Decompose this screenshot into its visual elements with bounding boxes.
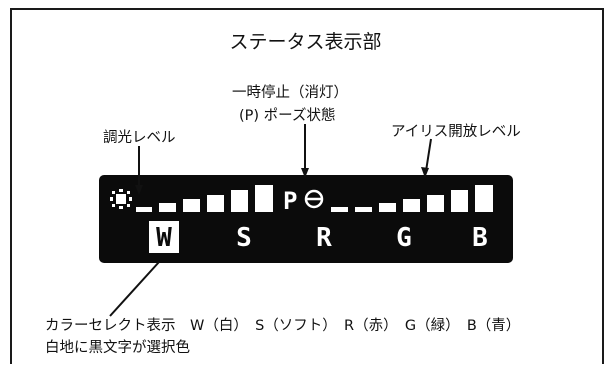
pause-callout-arrowhead <box>301 168 309 178</box>
pause-label-line1: 一時停止（消灯） <box>232 85 348 101</box>
color-mode-g: G <box>396 223 412 253</box>
iris-bar <box>379 203 396 212</box>
dimmer-bar <box>136 207 152 212</box>
dimmer-callout-arrowhead <box>135 185 143 195</box>
dimmer-bar <box>159 203 176 212</box>
color-mode-w: W <box>156 223 172 253</box>
color-select-label: カラーセレクト表示 W（白） S（ソフト） R（赤） G（緑） B（青） <box>45 318 521 334</box>
dimmer-label: 調光レベル <box>103 130 176 146</box>
color-callout-line <box>109 261 160 317</box>
iris-bar <box>403 199 420 212</box>
sun-icon <box>110 189 132 209</box>
color-mode-r: R <box>316 223 332 253</box>
color-mode-b: B <box>472 223 488 253</box>
iris-icon <box>304 189 324 209</box>
selected-color-highlight <box>149 221 179 253</box>
color-mode-s: S <box>236 223 252 253</box>
dimmer-bar <box>207 195 224 212</box>
iris-level-bars <box>331 185 493 212</box>
dimmer-level-bars <box>136 185 273 212</box>
iris-callout-arrowhead <box>421 167 429 178</box>
iris-bar <box>355 207 372 212</box>
diagram-title: ステータス表示部 <box>229 31 382 53</box>
dimmer-bar <box>255 185 273 212</box>
iris-label: アイリス開放レベル <box>391 124 521 140</box>
pause-label-line2: (P) ポーズ状態 <box>239 108 336 124</box>
color-select-note: 白地に黒文字が選択色 <box>45 340 190 356</box>
diagram-frame <box>10 8 604 364</box>
iris-bar <box>427 195 444 212</box>
iris-callout-line <box>425 138 432 172</box>
iris-bar <box>451 190 468 212</box>
dimmer-bar <box>183 199 200 212</box>
iris-bar <box>331 207 348 212</box>
dimmer-bar <box>231 190 248 212</box>
iris-bar <box>475 185 493 212</box>
pause-indicator: P <box>283 187 297 215</box>
